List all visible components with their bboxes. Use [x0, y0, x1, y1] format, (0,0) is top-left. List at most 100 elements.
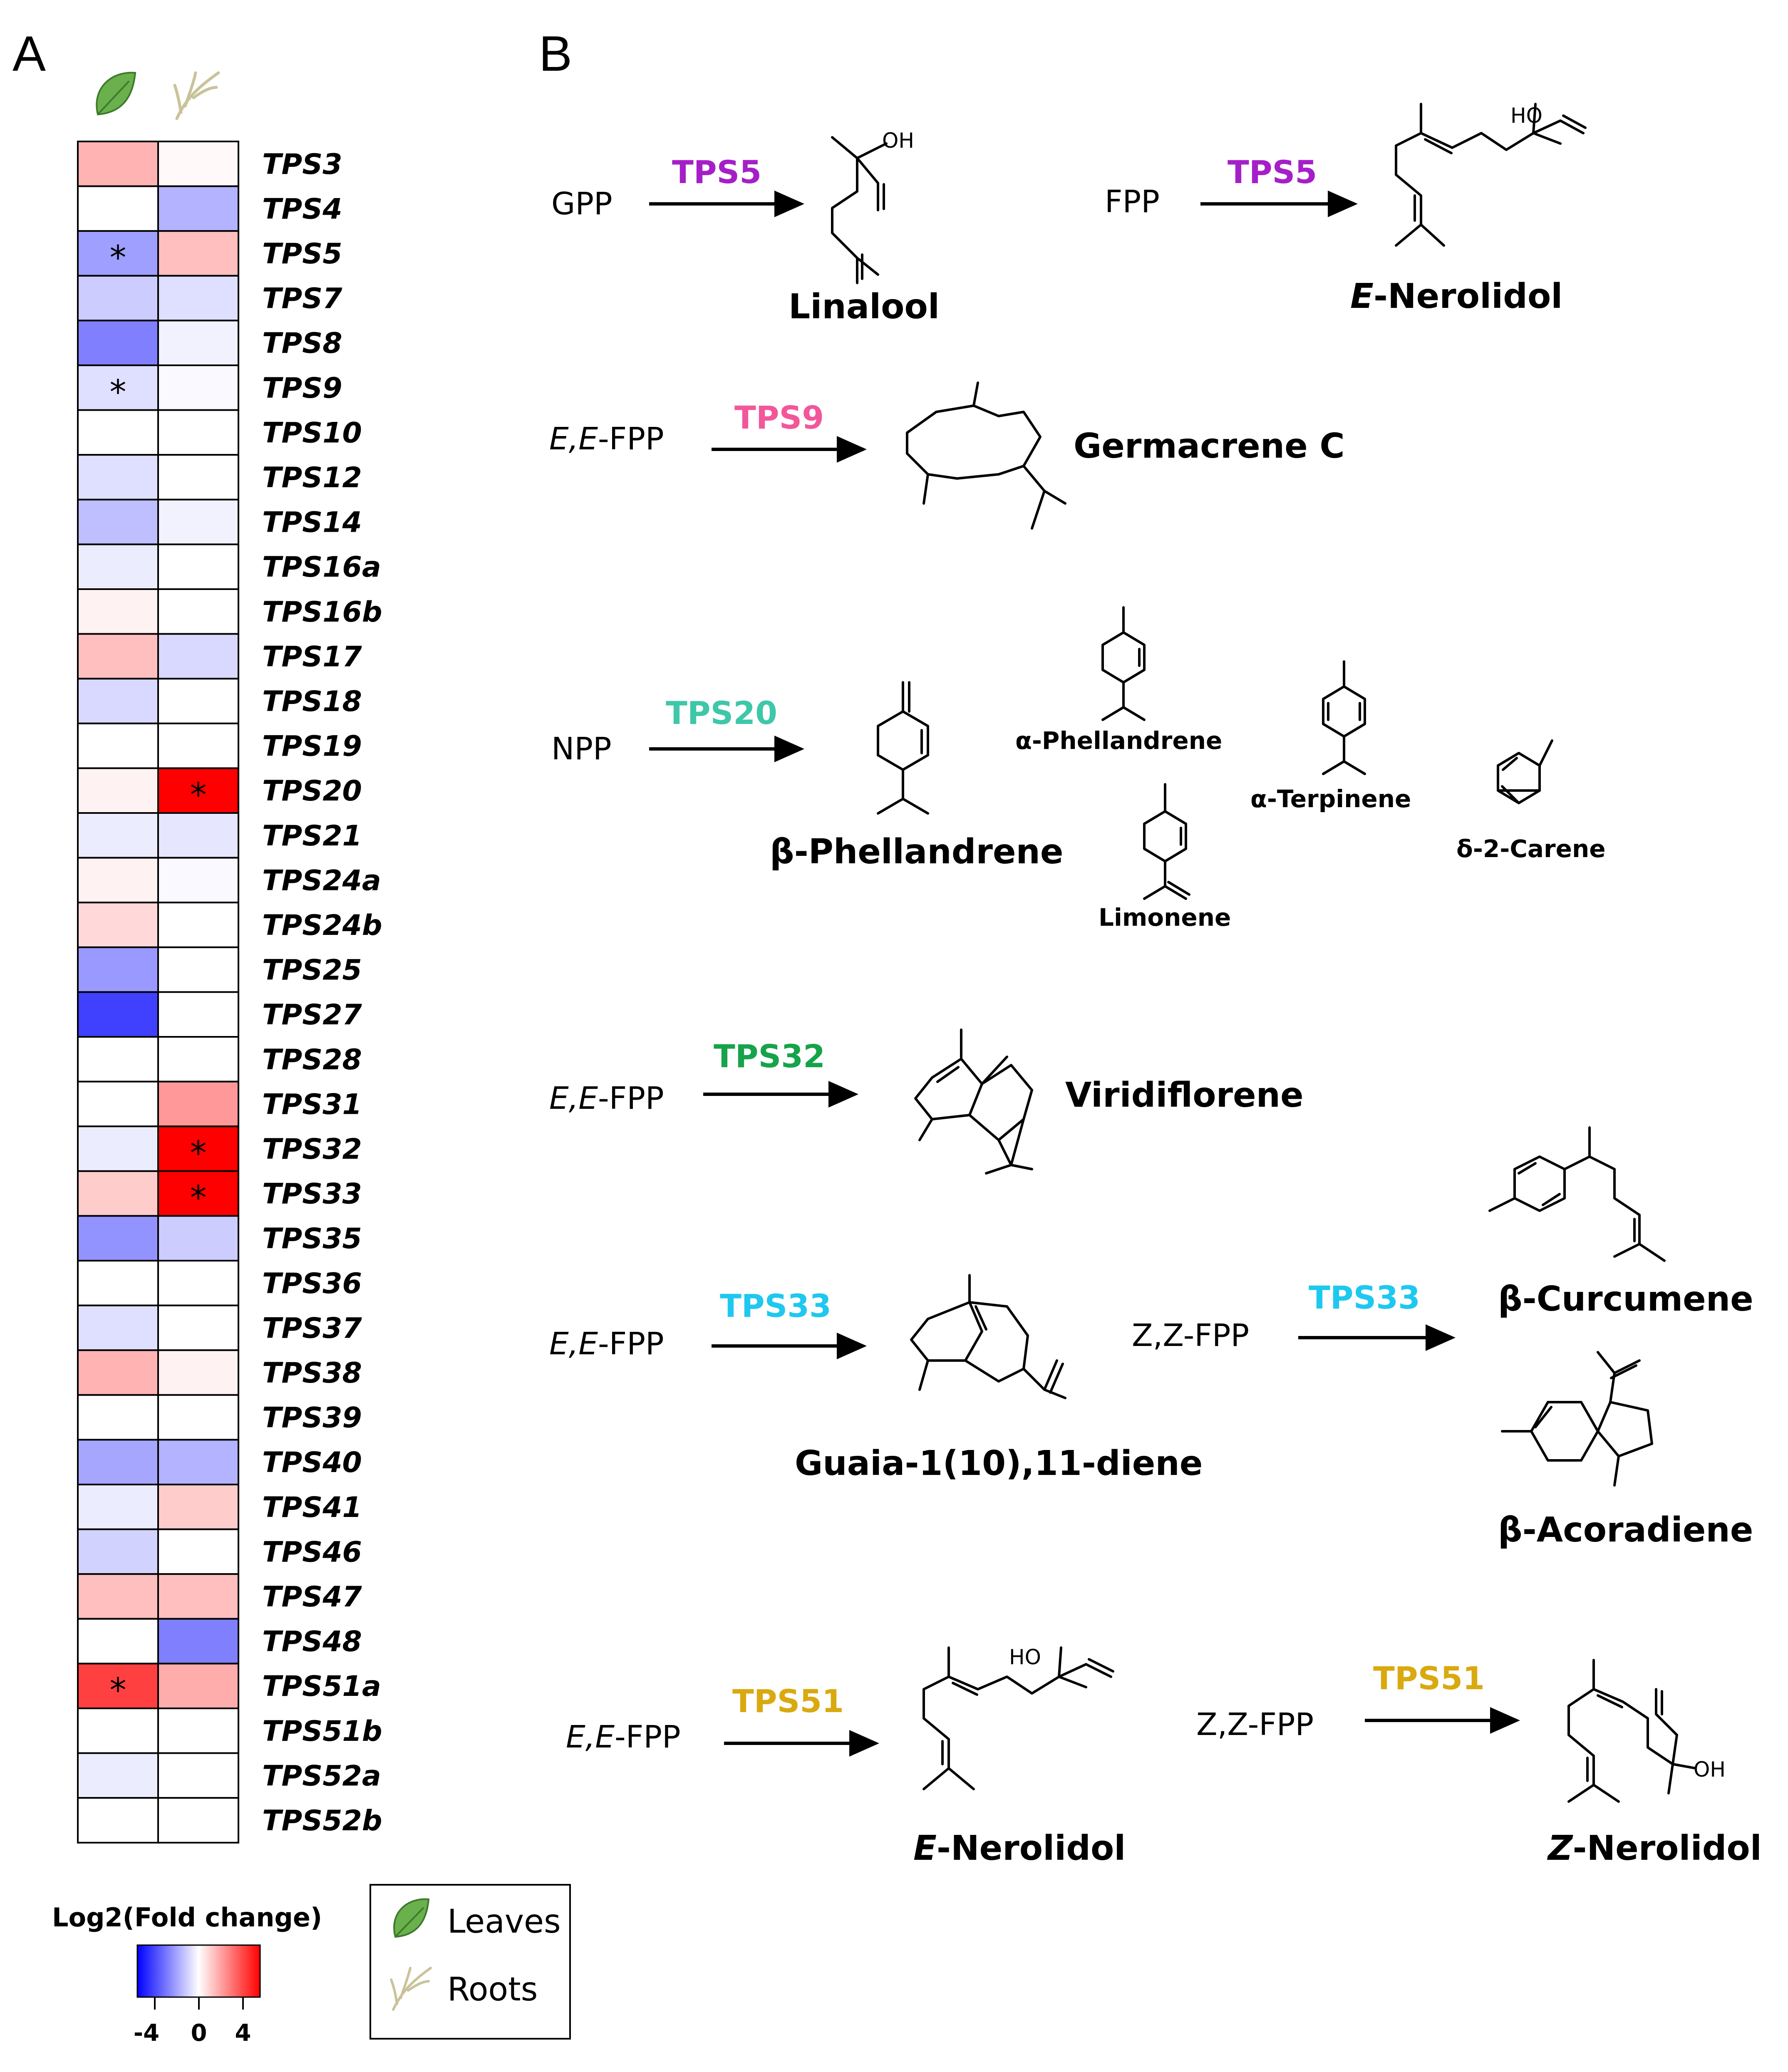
gene-label: TPS24b: [262, 909, 382, 942]
heatmap-cell-leaves-tps38: [77, 1349, 159, 1396]
substrate-fpp: FPP: [1105, 184, 1160, 220]
substrate-eefpp-tps51: E,E-FPP: [566, 1719, 681, 1755]
heatmap-cell-roots-tps3: [157, 141, 239, 187]
panel-b-label: B: [539, 26, 572, 82]
root-icon: [173, 71, 220, 120]
enzyme-tps5-linalool: TPS5: [672, 154, 761, 191]
leaf-icon: [96, 72, 136, 116]
significance-marker: *: [190, 1179, 207, 1217]
heatmap-cell-roots-tps28: [157, 1036, 239, 1083]
reaction-curcumene-acoradiene: Z,Z-FPP TPS33 β-Curcumene β-Acoradiene: [1132, 1126, 1753, 1550]
heatmap-cell-leaves-tps47: [77, 1573, 159, 1620]
product-e-nerolidol-1: E-Nerolidol: [1350, 277, 1562, 316]
gene-label: TPS18: [262, 685, 362, 718]
heatmap-cell-leaves-tps17: [77, 633, 159, 680]
viridiflorene-structure: [914, 1029, 1033, 1175]
legend-roots-label: Roots: [447, 1971, 538, 2008]
heatmap-cell-roots-tps5: [157, 230, 239, 277]
substrate-npp: NPP: [551, 731, 612, 767]
heatmap-cell-roots-tps52a: [157, 1752, 239, 1799]
gene-label: TPS40: [262, 1446, 362, 1479]
product-beta-curcumene: β-Curcumene: [1498, 1279, 1753, 1319]
gene-label: TPS24a: [262, 864, 381, 897]
heatmap-cell-leaves-tps40: [77, 1439, 159, 1485]
heatmap-cell-leaves-tps21: [77, 812, 159, 859]
enzyme-tps33-curcumene: TPS33: [1309, 1279, 1420, 1316]
gene-label: TPS7: [262, 283, 342, 315]
reaction-germacrene-c: E,E-FPP TPS9 Germacrene C: [549, 382, 1345, 530]
reaction-e-nerolidol-1: FPP TPS5 HO E-Nerolidol: [1105, 103, 1587, 316]
reaction-linalool: GPP TPS5 OH Linalool: [551, 129, 940, 327]
colorbar-ticks: [154, 1997, 244, 2010]
gene-label: TPS28: [262, 1043, 362, 1076]
significance-marker: *: [110, 373, 126, 411]
z-nerolidol-oh-label: OH: [1694, 1757, 1726, 1782]
e-nerolidol-structure-1: [1395, 103, 1587, 247]
heatmap-cell-roots-tps37: [157, 1304, 239, 1351]
gene-label: TPS52a: [262, 1760, 381, 1792]
gene-label: TPS16a: [262, 551, 381, 584]
product-alpha-phellandrene: α-Phellandrene: [1015, 726, 1222, 755]
gene-label: TPS51a: [262, 1670, 381, 1703]
gene-label: TPS5: [262, 238, 342, 270]
substrate-eefpp-tps33: E,E-FPP: [549, 1326, 664, 1362]
heatmap-cell-leaves-tps9: [77, 364, 159, 411]
heatmap-cell-leaves-tps28: [77, 1036, 159, 1083]
gene-label: TPS16b: [262, 596, 382, 629]
panel-a-label: A: [12, 26, 46, 82]
gene-label: TPS27: [262, 999, 362, 1031]
gene-label: TPS21: [262, 820, 362, 853]
substrate-zzfpp-tps33: Z,Z-FPP: [1132, 1318, 1249, 1353]
heatmap-cell-roots-tps24a: [157, 857, 239, 904]
gene-label: TPS3: [262, 148, 342, 181]
heatmap-cell-leaves-tps8: [77, 320, 159, 367]
gene-label: TPS33: [262, 1178, 362, 1211]
gene-label: TPS20: [262, 775, 362, 808]
product-germacrene-c: Germacrene C: [1074, 426, 1345, 466]
reaction-e-nerolidol-2: E,E-FPP TPS51 HO E-Nerolidol: [566, 1645, 1126, 1868]
product-linalool: Linalool: [789, 287, 940, 327]
gene-label: TPS37: [262, 1312, 362, 1345]
heatmap-cell-roots-tps46: [157, 1528, 239, 1575]
heatmap-cell-roots-tps12: [157, 454, 239, 501]
reaction-z-nerolidol: Z,Z-FPP TPS51 OH Z-Nerolidol: [1196, 1659, 1762, 1868]
gene-label: TPS39: [262, 1402, 362, 1435]
z-nerolidol-structure: [1567, 1659, 1697, 1803]
product-limonene: Limonene: [1099, 903, 1231, 932]
heatmap-cell-leaves-tps24b: [77, 902, 159, 948]
heatmap-cell-roots-tps7: [157, 275, 239, 322]
product-beta-acoradiene: β-Acoradiene: [1498, 1510, 1753, 1550]
heatmap-cell-leaves-tps31: [77, 1081, 159, 1128]
nerolidol1-ho-label: HO: [1510, 104, 1542, 128]
reaction-guaiadiene: E,E-FPP TPS33 Guaia-1(10),11-diene: [549, 1274, 1203, 1483]
substrate-gpp: GPP: [551, 186, 613, 222]
heatmap-cell-leaves-tps3: [77, 141, 159, 187]
heatmap-cell-leaves-tps41: [77, 1484, 159, 1530]
heatmap-cell-leaves-tps46: [77, 1528, 159, 1575]
substrate-zzfpp-tps51: Z,Z-FPP: [1196, 1707, 1314, 1742]
gene-label: TPS48: [262, 1626, 362, 1658]
gene-label: TPS14: [262, 506, 362, 539]
heatmap-cell-roots-tps16b: [157, 588, 239, 635]
heatmap-cell-roots-tps24b: [157, 902, 239, 948]
gene-label: TPS51b: [262, 1715, 382, 1748]
heatmap-cell-roots-tps17: [157, 633, 239, 680]
heatmap-cell-roots-tps9: [157, 364, 239, 411]
enzyme-tps32: TPS32: [714, 1038, 825, 1075]
heatmap-cell-leaves-tps16b: [77, 588, 159, 635]
gene-label: TPS41: [262, 1491, 362, 1524]
heatmap-cell-leaves-tps18: [77, 678, 159, 724]
heatmap-cell-roots-tps35: [157, 1215, 239, 1262]
heatmap-cell-leaves-tps4: [77, 185, 159, 232]
product-viridiflorene: Viridiflorene: [1065, 1076, 1304, 1115]
heatmap-cell-leaves-tps24a: [77, 857, 159, 904]
enzyme-tps20: TPS20: [666, 694, 777, 731]
gene-label: TPS35: [262, 1222, 362, 1255]
nerolidol2-ho-label: HO: [1009, 1645, 1041, 1669]
heatmap-cell-roots-tps40: [157, 1439, 239, 1485]
limonene-structure: [1143, 783, 1190, 900]
germacrene-c-structure: [906, 382, 1066, 530]
significance-marker: *: [190, 1134, 207, 1172]
colorbar: [136, 1944, 261, 1998]
heatmap-cell-roots-tps14: [157, 498, 239, 545]
